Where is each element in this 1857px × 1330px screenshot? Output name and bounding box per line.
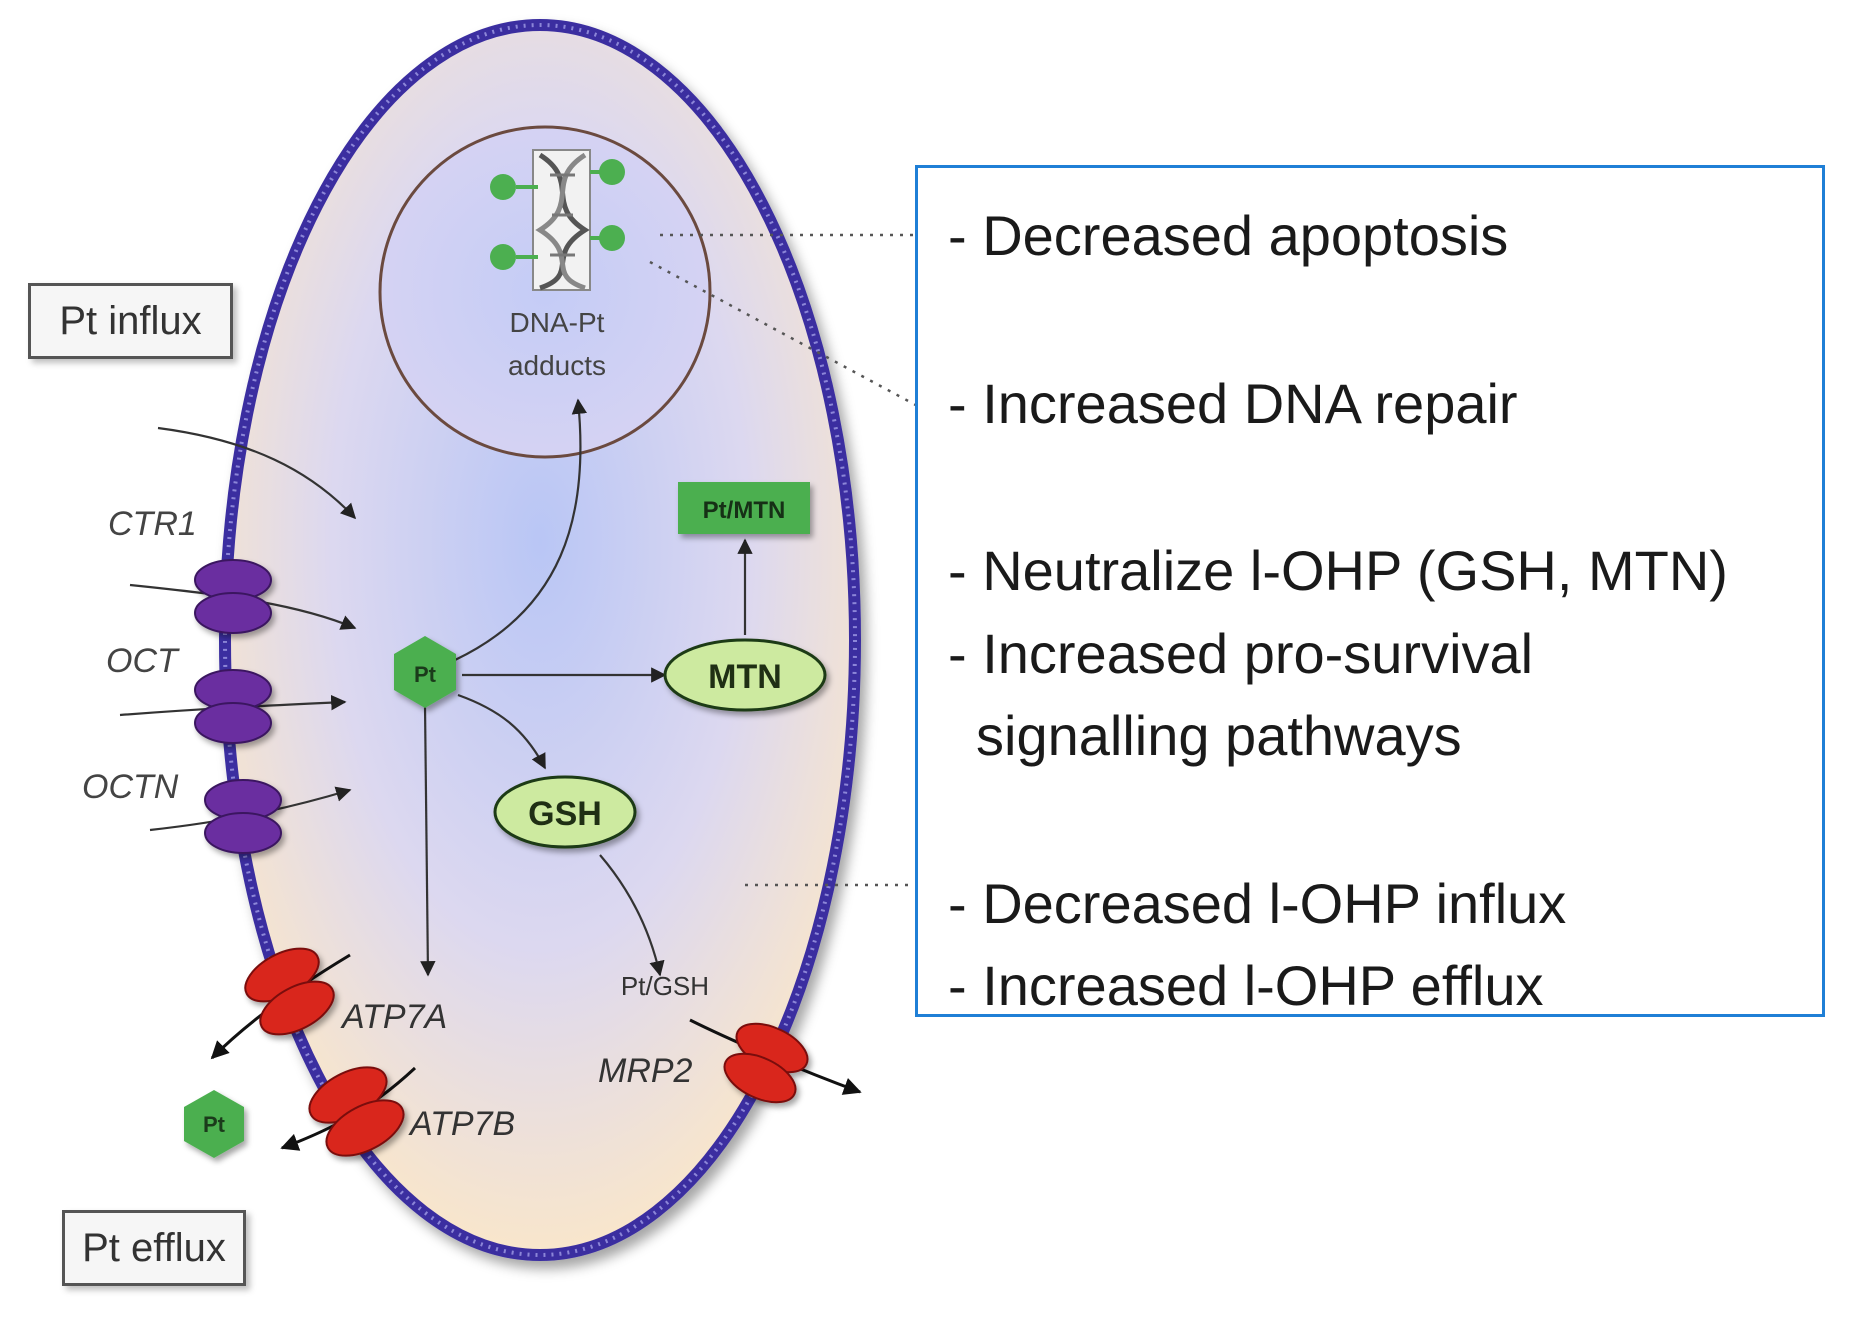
atp7a-label: ATP7A xyxy=(340,998,447,1036)
pt-adduct-dot xyxy=(490,244,516,270)
pt-outside-hexagon xyxy=(184,1090,244,1158)
mrp2-transporter xyxy=(723,1022,809,1104)
mtn-label: MTN xyxy=(708,658,782,696)
oct-transporter xyxy=(194,669,272,744)
panel-connectors xyxy=(649,233,926,887)
atp7b-transporter xyxy=(308,1066,405,1157)
resistance-mechanisms-panel: - Decreased apoptosis - Increased DNA re… xyxy=(915,165,1825,1017)
pt-efflux-box: Pt efflux xyxy=(62,1210,246,1286)
pt-influx-box: Pt influx xyxy=(28,283,233,359)
pt-mtn-box xyxy=(678,482,810,534)
pt-outside-label: Pt xyxy=(203,1112,226,1137)
ctr1-label: CTR1 xyxy=(108,505,197,543)
panel-line-efflux: - Increased l-OHP efflux xyxy=(948,954,1544,1017)
panel-line-signalling: signalling pathways xyxy=(976,704,1462,767)
dna-adducts-label-2: adducts xyxy=(508,350,606,381)
pt-adduct-dot xyxy=(599,159,625,185)
dna-adducts-label-1: DNA-Pt xyxy=(510,307,605,338)
pt-mtn-label: Pt/MTN xyxy=(703,497,786,524)
panel-line-influx: - Decreased l-OHP influx xyxy=(948,872,1567,935)
mrp2-label: MRP2 xyxy=(598,1052,693,1090)
nucleus xyxy=(378,125,712,459)
pt-efflux-label: Pt efflux xyxy=(82,1225,226,1270)
oct-label: OCT xyxy=(106,642,180,680)
pt-influx-label: Pt influx xyxy=(59,298,202,343)
cell-membrane-dots xyxy=(223,23,857,1257)
nucleus-envelope xyxy=(378,125,712,459)
octn-transporter xyxy=(204,779,282,854)
pt-pathways xyxy=(420,398,753,977)
gsh-label: GSH xyxy=(528,795,602,833)
pt-adduct-dot xyxy=(599,225,625,251)
mtn-ellipse xyxy=(663,638,827,712)
atp7b-label: ATP7B xyxy=(408,1105,515,1143)
ctr1-transporter xyxy=(194,559,272,634)
pt-center-hexagon xyxy=(394,636,456,708)
atp7a-transporter xyxy=(244,947,335,1036)
gsh-ellipse xyxy=(493,775,637,849)
panel-line-dna-repair: - Increased DNA repair xyxy=(948,372,1518,435)
pt-center-label: Pt xyxy=(414,662,437,687)
panel-line-neutralize: - Neutralize l-OHP (GSH, MTN) xyxy=(948,539,1728,602)
pt-adduct-dot xyxy=(490,174,516,200)
octn-label: OCTN xyxy=(82,768,179,806)
panel-line-pro-survival: - Increased pro-survival xyxy=(948,622,1534,685)
pt-gsh-label: Pt/GSH xyxy=(621,971,709,1001)
panel-line-apoptosis: - Decreased apoptosis xyxy=(948,204,1509,267)
dna-adduct-icon xyxy=(490,149,625,291)
